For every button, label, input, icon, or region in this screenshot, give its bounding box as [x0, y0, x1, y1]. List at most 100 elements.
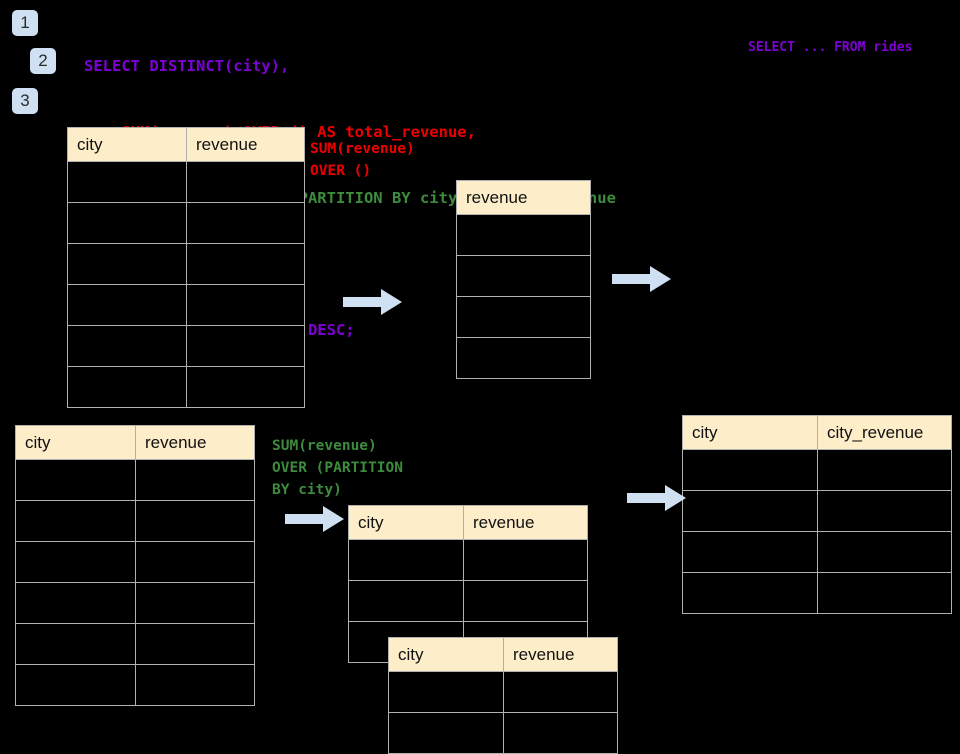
- table-header-row: city revenue: [67, 127, 305, 162]
- table-rides-top: city revenue: [67, 127, 305, 408]
- table-header-row: city revenue: [15, 425, 255, 460]
- table-body: [388, 671, 618, 754]
- table-row: [348, 580, 588, 622]
- table-cell: [186, 284, 305, 326]
- step-badge-2: 2: [30, 48, 56, 74]
- flow-arrow-right-icon: [612, 266, 671, 292]
- table-row: [456, 255, 591, 297]
- table-total-revenue: revenue: [456, 180, 591, 379]
- table-cell: [682, 490, 818, 532]
- table-body: [67, 161, 305, 408]
- table-row: [388, 671, 618, 713]
- table-cell: [67, 325, 187, 367]
- table-cell: [15, 459, 136, 501]
- table-header-row: city revenue: [388, 637, 618, 672]
- table-row: [15, 541, 255, 583]
- table-cell: [135, 664, 255, 706]
- table-cell: [135, 582, 255, 624]
- table-cell: [186, 161, 305, 203]
- flow-arrow-right-icon: [285, 506, 344, 532]
- table-cell: [682, 449, 818, 491]
- table-cell: [67, 366, 187, 408]
- table-cell: [456, 337, 591, 379]
- flow-arrow-right-icon: [343, 289, 402, 315]
- table-body: [456, 214, 591, 379]
- table-cell: [682, 572, 818, 614]
- table-row: [456, 337, 591, 379]
- table-cell: [503, 671, 618, 713]
- table-result-city-revenue: city city_revenue: [682, 415, 952, 614]
- table-row: [682, 490, 952, 532]
- table-cell: [817, 490, 952, 532]
- table-cell: [388, 712, 504, 754]
- table-cell: [682, 531, 818, 573]
- table-row: [67, 325, 305, 367]
- table-row: [15, 459, 255, 501]
- column-header-city: city: [348, 505, 464, 540]
- table-cell: [15, 623, 136, 665]
- table-cell: [456, 296, 591, 338]
- table-row: [456, 214, 591, 256]
- table-row: [67, 284, 305, 326]
- table-cell: [503, 712, 618, 754]
- table-row: [348, 539, 588, 581]
- column-header-revenue: revenue: [135, 425, 255, 460]
- annotation-sum-over-partition: SUM(revenue) OVER (PARTITION BY city): [272, 438, 403, 498]
- table-cell: [348, 580, 464, 622]
- table-cell: [15, 541, 136, 583]
- table-cell: [67, 202, 187, 244]
- column-header-city: city: [67, 127, 187, 162]
- step-badge-1: 1: [12, 10, 38, 36]
- table-cell: [186, 202, 305, 244]
- table-cell: [135, 541, 255, 583]
- table-cell: [67, 161, 187, 203]
- column-header-city-revenue: city_revenue: [817, 415, 952, 450]
- table-cell: [15, 582, 136, 624]
- column-header-revenue: revenue: [456, 180, 591, 215]
- column-header-city: city: [682, 415, 818, 450]
- table-row: [456, 296, 591, 338]
- column-header-revenue: revenue: [503, 637, 618, 672]
- table-row: [15, 623, 255, 665]
- annotation-sum-over-all: SUM(revenue) OVER (): [310, 141, 415, 179]
- table-cell: [135, 623, 255, 665]
- table-row: [15, 582, 255, 624]
- column-header-revenue: revenue: [463, 505, 588, 540]
- table-row: [67, 366, 305, 408]
- column-header-revenue: revenue: [186, 127, 305, 162]
- table-cell: [67, 284, 187, 326]
- table-cell: [388, 671, 504, 713]
- table-row: [682, 531, 952, 573]
- table-cell: [15, 664, 136, 706]
- table-cell: [135, 500, 255, 542]
- table-cell: [463, 539, 588, 581]
- column-header-city: city: [388, 637, 504, 672]
- sql-line-select: SELECT DISTINCT(city),: [84, 57, 290, 75]
- table-header-row: revenue: [456, 180, 591, 215]
- table-body: [682, 449, 952, 614]
- table-cell: [67, 243, 187, 285]
- step-badge-3: 3: [12, 88, 38, 114]
- table-cell: [186, 243, 305, 285]
- table-partition-front: city revenue: [388, 637, 618, 754]
- table-row: [67, 243, 305, 285]
- table-row: [388, 712, 618, 754]
- table-cell: [817, 572, 952, 614]
- table-rides-bottom: city revenue: [15, 425, 255, 706]
- table-row: [67, 202, 305, 244]
- table-body: [15, 459, 255, 706]
- table-header-row: city revenue: [348, 505, 588, 540]
- table-cell: [817, 531, 952, 573]
- table-cell: [186, 366, 305, 408]
- table-cell: [456, 214, 591, 256]
- table-cell: [463, 580, 588, 622]
- table-row: [15, 500, 255, 542]
- table-cell: [186, 325, 305, 367]
- select-from-rides-note: SELECT ... FROM rides: [748, 40, 913, 55]
- table-row: [67, 161, 305, 203]
- table-row: [682, 449, 952, 491]
- flow-arrow-right-icon: [627, 485, 686, 511]
- table-row: [15, 664, 255, 706]
- column-header-city: city: [15, 425, 136, 460]
- table-row: [682, 572, 952, 614]
